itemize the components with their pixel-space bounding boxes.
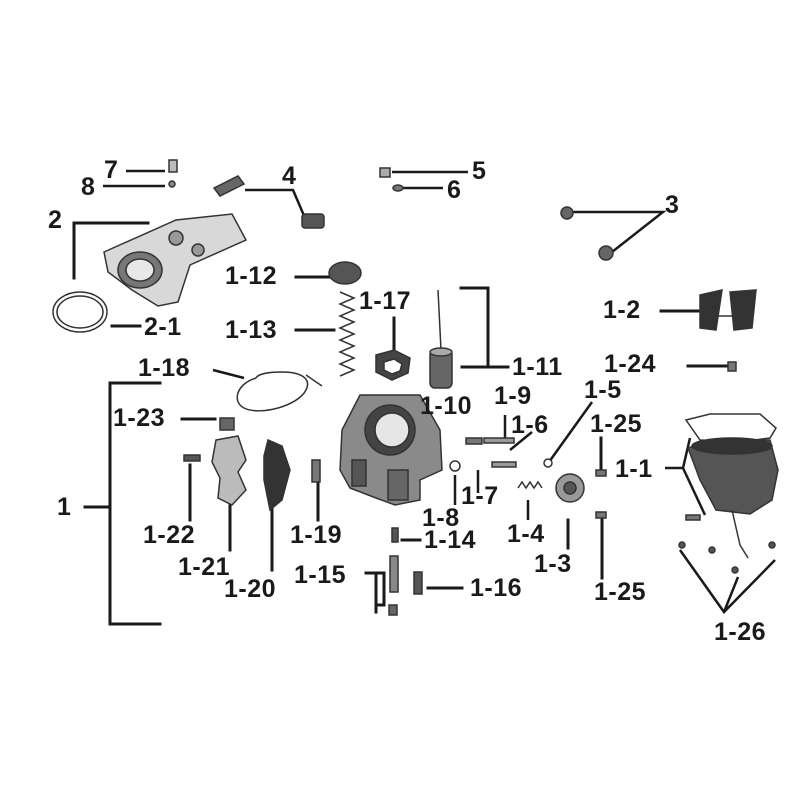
cable [236, 371, 323, 412]
callout-1-12: 1-12 [225, 262, 278, 290]
callout-1-21: 1-21 [178, 553, 231, 581]
callout-1-22: 1-22 [143, 521, 196, 549]
callout-1-7: 1-7 [461, 482, 499, 510]
callout-1-25-lower: 1-25 [594, 578, 647, 606]
callout-4: 4 [282, 162, 297, 190]
callout-1-15: 1-15 [294, 561, 347, 589]
callout-1-1: 1-1 [615, 455, 653, 483]
callout-2-1: 2-1 [144, 313, 182, 341]
callout-1-4: 1-4 [507, 520, 545, 548]
callout-6: 6 [447, 176, 462, 204]
callout-1-5: 1-5 [584, 376, 622, 404]
callout-1-19: 1-19 [290, 521, 343, 549]
callout-1-25-upper: 1-25 [590, 410, 643, 438]
callout-1-9: 1-9 [494, 382, 532, 410]
callout-7: 7 [104, 156, 119, 184]
callout-1-26: 1-26 [714, 618, 767, 646]
bracket-1 [108, 381, 162, 626]
callout-2: 2 [48, 206, 63, 234]
callout-1-24: 1-24 [604, 350, 657, 378]
callout-3: 3 [665, 191, 680, 219]
jets-screws [388, 361, 737, 616]
callout-1-23: 1-23 [113, 404, 166, 432]
callout-1-13: 1-13 [225, 316, 278, 344]
callout-1-17: 1-17 [359, 287, 412, 315]
callout-8: 8 [81, 173, 96, 201]
callout-1-16: 1-16 [470, 574, 523, 602]
callout-1-6: 1-6 [511, 411, 549, 439]
callout-1-3: 1-3 [534, 550, 572, 578]
callout-1-11: 1-11 [512, 353, 563, 381]
callout-1-10: 1-10 [420, 392, 473, 420]
throttle-levers [183, 417, 321, 512]
callout-1: 1 [57, 493, 72, 521]
intake-manifold [52, 159, 325, 333]
callout-1-8: 1-8 [422, 504, 460, 532]
callout-5: 5 [472, 157, 487, 185]
callout-1-2: 1-2 [603, 296, 641, 324]
callout-1-14: 1-14 [424, 526, 477, 554]
slide-assembly [328, 261, 453, 389]
leader-lines [72, 169, 776, 626]
callout-1-18: 1-18 [138, 354, 191, 382]
carburetor-body [339, 394, 443, 506]
choke-unit [699, 289, 757, 331]
callout-1-20: 1-20 [224, 575, 277, 603]
float-bowl [678, 413, 779, 574]
small-fittings [379, 167, 614, 261]
